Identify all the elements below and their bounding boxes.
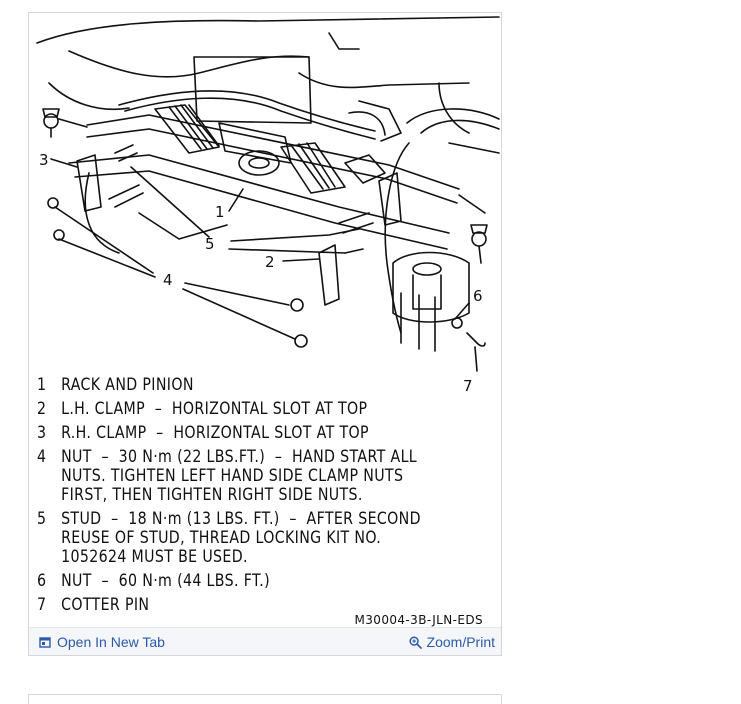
zoom-icon [408,635,422,649]
legend-item: 5 STUD – 18 N·m (13 LBS. FT.) – AFTER SE… [37,509,433,566]
zoom-print-label: Zoom/Print [426,634,495,650]
steering-diagram: 3 1 5 2 4 6 7 [29,13,501,395]
legend-text: NUT – 30 N·m (22 LBS.FT.) – HAND START A… [61,447,418,504]
legend-text: NUT – 60 N·m (44 LBS. FT.) [61,571,271,590]
callout-2: 2 [265,253,275,271]
legend-number: 2 [37,399,47,418]
legend-number: 7 [37,595,47,614]
callout-5: 5 [205,235,215,253]
diagram-reference-code: M30004-3B-JLN-EDS [354,613,483,627]
legend-number: 1 [37,375,47,394]
parts-legend: 1 RACK AND PINION 2 L.H. CLAMP – HORIZON… [37,375,497,619]
legend-item: 4 NUT – 30 N·m (22 LBS.FT.) – HAND START… [37,447,433,504]
legend-text: R.H. CLAMP – HORIZONTAL SLOT AT TOP [61,423,369,442]
zoom-print-link[interactable]: Zoom/Print [408,634,495,650]
next-card-edge [28,694,502,704]
legend-item: 3 R.H. CLAMP – HORIZONTAL SLOT AT TOP [37,423,433,442]
legend-text: RACK AND PINION [61,375,194,394]
legend-text: STUD – 18 N·m (13 LBS. FT.) – AFTER SECO… [61,509,421,566]
callout-6: 6 [473,287,483,305]
legend-number: 3 [37,423,47,442]
legend-item: 7 COTTER PIN [37,595,433,614]
legend-item: 2 L.H. CLAMP – HORIZONTAL SLOT AT TOP [37,399,433,418]
callout-1: 1 [215,203,225,221]
callout-4: 4 [163,271,173,289]
legend-number: 5 [37,509,47,528]
diagram-card: 3 1 5 2 4 6 7 1 RACK AND PINION 2 L.H. C… [28,12,502,656]
open-in-new-tab-label: Open In New Tab [57,634,165,650]
legend-number: 4 [37,447,47,466]
legend-text: L.H. CLAMP – HORIZONTAL SLOT AT TOP [61,399,368,418]
callout-3: 3 [39,151,49,169]
legend-number: 6 [37,571,47,590]
diagram-footer: Open In New Tab Zoom/Print [29,627,501,655]
legend-item: 1 RACK AND PINION [37,375,433,394]
open-new-tab-icon [39,636,51,648]
legend-item: 6 NUT – 60 N·m (44 LBS. FT.) [37,571,433,590]
open-in-new-tab-link[interactable]: Open In New Tab [39,634,165,650]
rack-and-pinion-illustration: 3 1 5 2 4 6 7 [36,16,500,395]
legend-text: COTTER PIN [61,595,150,614]
callout-7: 7 [463,377,473,395]
